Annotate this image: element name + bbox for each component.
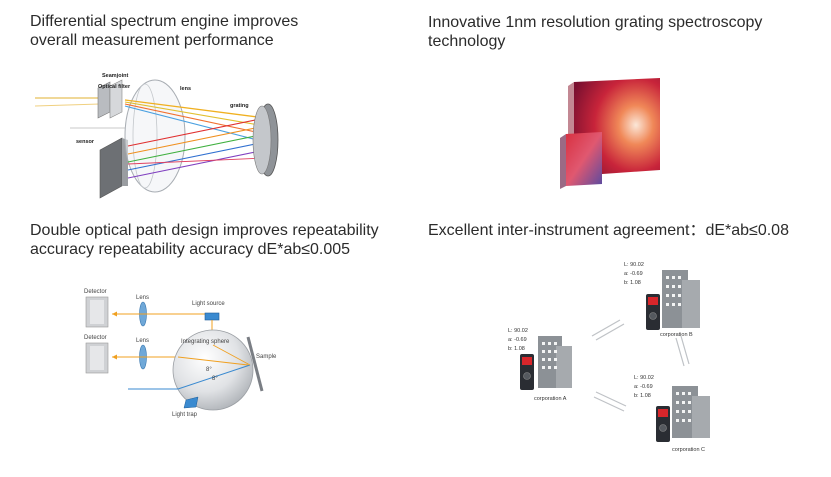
label-grating: grating	[230, 103, 249, 109]
corporation-a-name: corporation A	[534, 396, 567, 402]
label-detector-top: Detector	[84, 289, 107, 295]
corporation-a-b: b: 1.08	[508, 346, 525, 352]
label-optical-filter: Optical filter	[98, 84, 131, 90]
corporation-b-group: L: 90.02 a: -0.69 b: 1.08 corporation B	[624, 262, 700, 338]
heading-line: technology	[428, 33, 506, 50]
label-angle-2: 8°	[212, 376, 218, 382]
heading-line: accuracy repeatability accuracy dE*ab≤0.…	[30, 241, 351, 258]
corporation-c-name: corporation C	[672, 447, 705, 453]
heading-double-optical-path: Double optical path design improves repe…	[30, 221, 379, 259]
corporation-a-group: L: 90.02 a: -0.69 b: 1.08 corporation A	[508, 328, 572, 402]
label-seamjoint: Seamjoint	[102, 73, 128, 79]
label-sensor: sensor	[76, 139, 95, 145]
heading-line: Differential spectrum engine improves	[30, 13, 299, 30]
corporation-b-L: L: 90.02	[624, 262, 644, 268]
heading-line: Innovative 1nm resolution grating spectr…	[428, 14, 763, 31]
label-light-source: Light source	[192, 301, 225, 307]
double-optical-path-diagram: Detector Detector Lens Lens Light source…	[84, 289, 277, 418]
grating-image	[560, 78, 660, 189]
heading-grating-technology: Innovative 1nm resolution grating spectr…	[428, 13, 762, 51]
double-arrow-icon	[591, 319, 690, 412]
label-lens: lens	[180, 86, 191, 92]
corporation-c-L: L: 90.02	[634, 375, 654, 381]
corporation-b-a: a: -0.69	[624, 271, 643, 277]
label-integrating-sphere: Integrating sphere	[181, 339, 230, 345]
heading-differential-spectrum: Differential spectrum engine improves ov…	[30, 12, 298, 50]
corporation-c-group: L: 90.02 a: -0.69 b: 1.08 corporation C	[634, 375, 710, 453]
label-lens-top: Lens	[136, 295, 149, 301]
label-light-trap: Light trap	[172, 412, 198, 418]
label-detector-bottom: Detector	[84, 335, 107, 341]
label-lens-bottom: Lens	[136, 338, 149, 344]
label-angle-1: 8°	[206, 367, 212, 373]
heading-line: overall measurement performance	[30, 32, 274, 49]
spectrum-engine-diagram: Seamjoint Optical filter lens grating se…	[34, 73, 279, 199]
corporation-b-name: corporation B	[660, 332, 693, 338]
heading-line: Double optical path design improves repe…	[30, 222, 379, 239]
inter-instrument-diagram: L: 90.02 a: -0.69 b: 1.08 corporation A …	[508, 262, 710, 453]
corporation-c-a: a: -0.69	[634, 384, 653, 390]
corporation-b-b: b: 1.08	[624, 280, 641, 286]
corporation-a-L: L: 90.02	[508, 328, 528, 334]
label-sample: Sample	[256, 354, 277, 360]
corporation-a-a: a: -0.69	[508, 337, 527, 343]
corporation-c-b: b: 1.08	[634, 393, 651, 399]
heading-inter-instrument-agreement: Excellent inter-instrument agreement：dE*…	[428, 222, 789, 239]
